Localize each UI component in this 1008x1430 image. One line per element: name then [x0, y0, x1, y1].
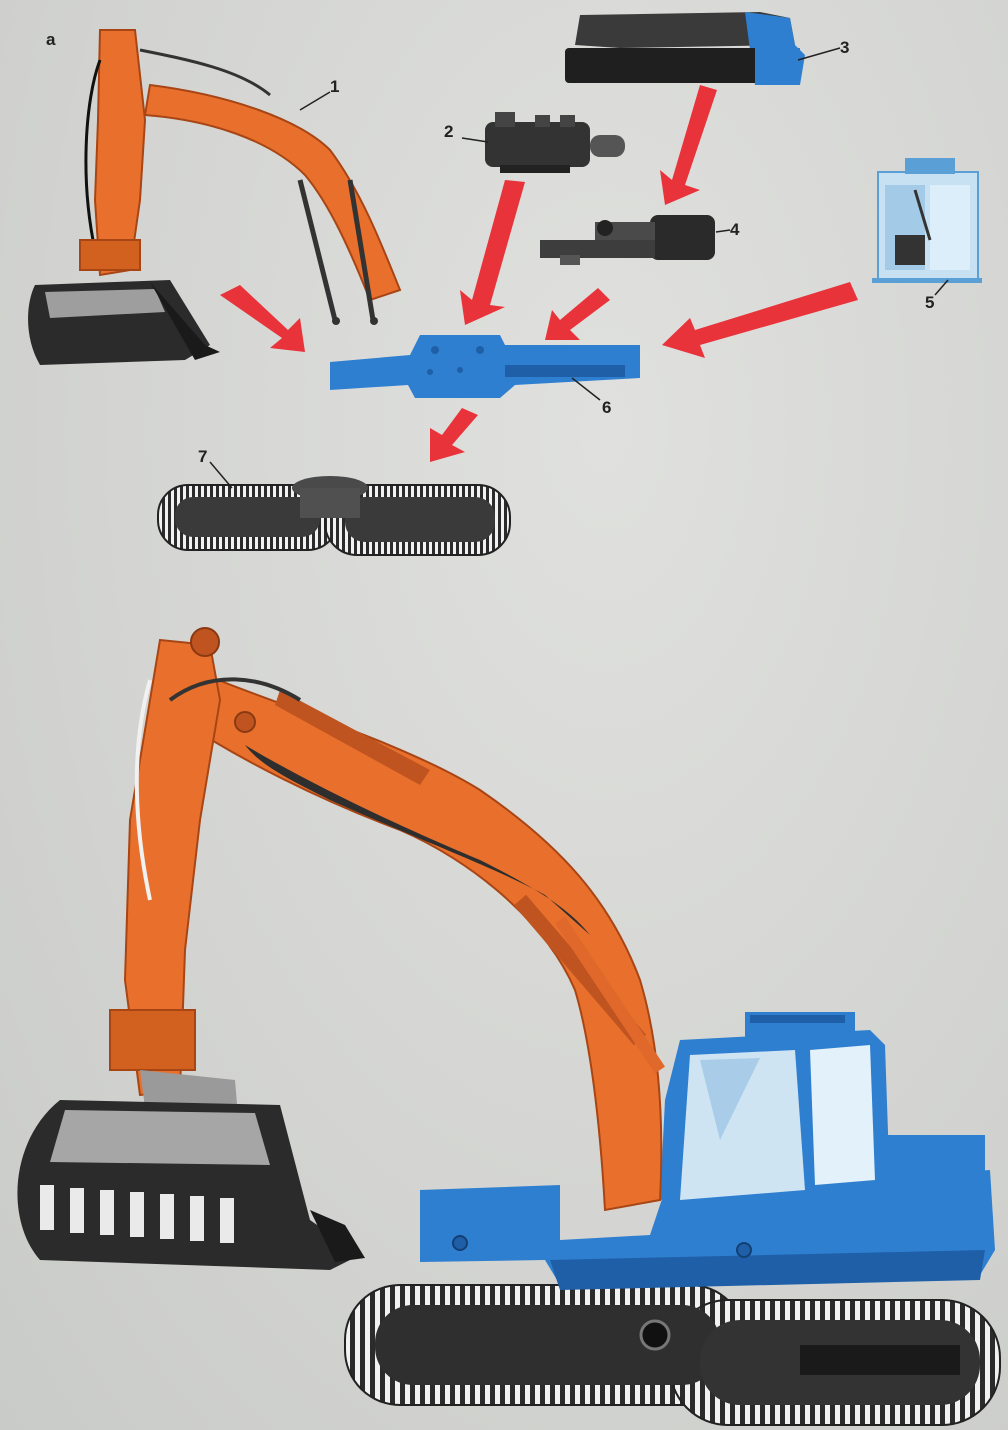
callout-6: 6: [602, 398, 611, 418]
part-6-turntable-frame: [330, 335, 640, 398]
arrow-icon: [660, 85, 717, 205]
part-4-power-unit: [540, 215, 715, 265]
callout-7: 7: [198, 447, 207, 467]
assembled-excavator: [17, 628, 1000, 1425]
arrow-icon: [662, 282, 858, 358]
arrow-icon: [220, 285, 305, 352]
part-5-cab: [872, 158, 982, 283]
part-1-boom-assembly: [28, 30, 400, 365]
part-7-undercarriage: [158, 476, 510, 555]
callout-1: 1: [330, 77, 339, 97]
part-2-swing-drive: [485, 112, 625, 173]
arrow-icon: [460, 180, 525, 325]
part-3-engine-cover: [565, 12, 805, 85]
callout-5: 5: [925, 293, 934, 313]
arrow-icon: [430, 408, 478, 462]
callout-4: 4: [730, 220, 739, 240]
arrow-icon: [545, 288, 610, 340]
callout-2: 2: [444, 122, 453, 142]
callout-3: 3: [840, 38, 849, 58]
panel-label: а: [46, 30, 55, 50]
